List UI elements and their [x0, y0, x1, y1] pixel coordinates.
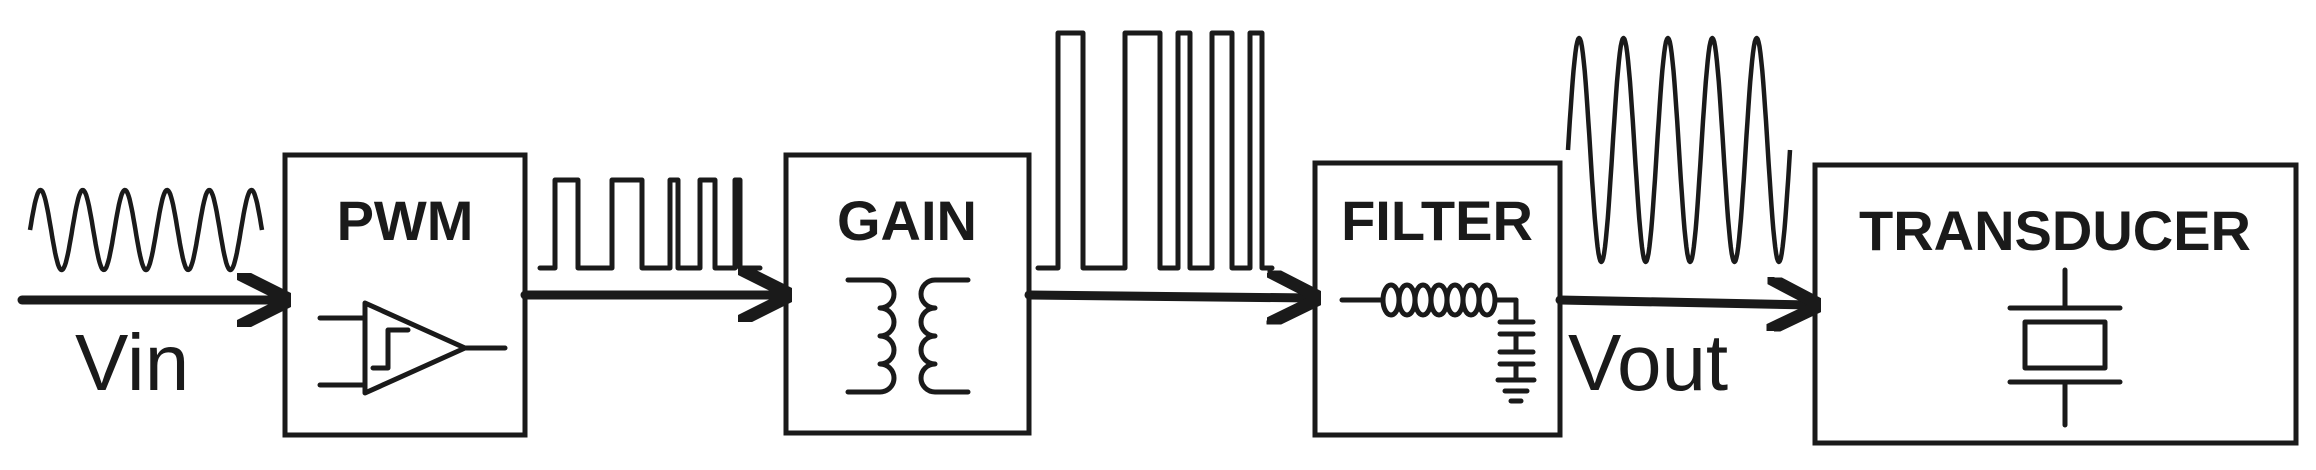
- transducer-label: TRANSDUCER: [1859, 199, 2251, 262]
- gain-label: GAIN: [837, 189, 977, 252]
- filter-label: FILTER: [1341, 189, 1533, 252]
- filter-block: FILTER: [1312, 160, 1563, 438]
- comparator-icon: [317, 300, 508, 396]
- crystal-icon: [2007, 267, 2123, 428]
- pwm-block: PWM: [282, 152, 528, 438]
- lc-filter-icon: [1339, 282, 1537, 404]
- transducer-block: TRANSDUCER: [1812, 162, 2299, 446]
- output-arrow: [1555, 300, 1812, 305]
- pwm-pulse-train: [537, 177, 763, 271]
- input-sine-wave: [27, 187, 265, 273]
- pwm-label: PWM: [337, 189, 474, 252]
- gain-block: GAIN: [783, 152, 1032, 436]
- amplified-pulse-train: [1035, 30, 1275, 271]
- gain-to-filter-arrow: [1024, 295, 1312, 298]
- transformer-icon: [845, 277, 971, 395]
- output-label: Vout: [1568, 318, 1728, 407]
- output-sine-wave: [1565, 35, 1793, 265]
- input-label: Vin: [75, 318, 189, 407]
